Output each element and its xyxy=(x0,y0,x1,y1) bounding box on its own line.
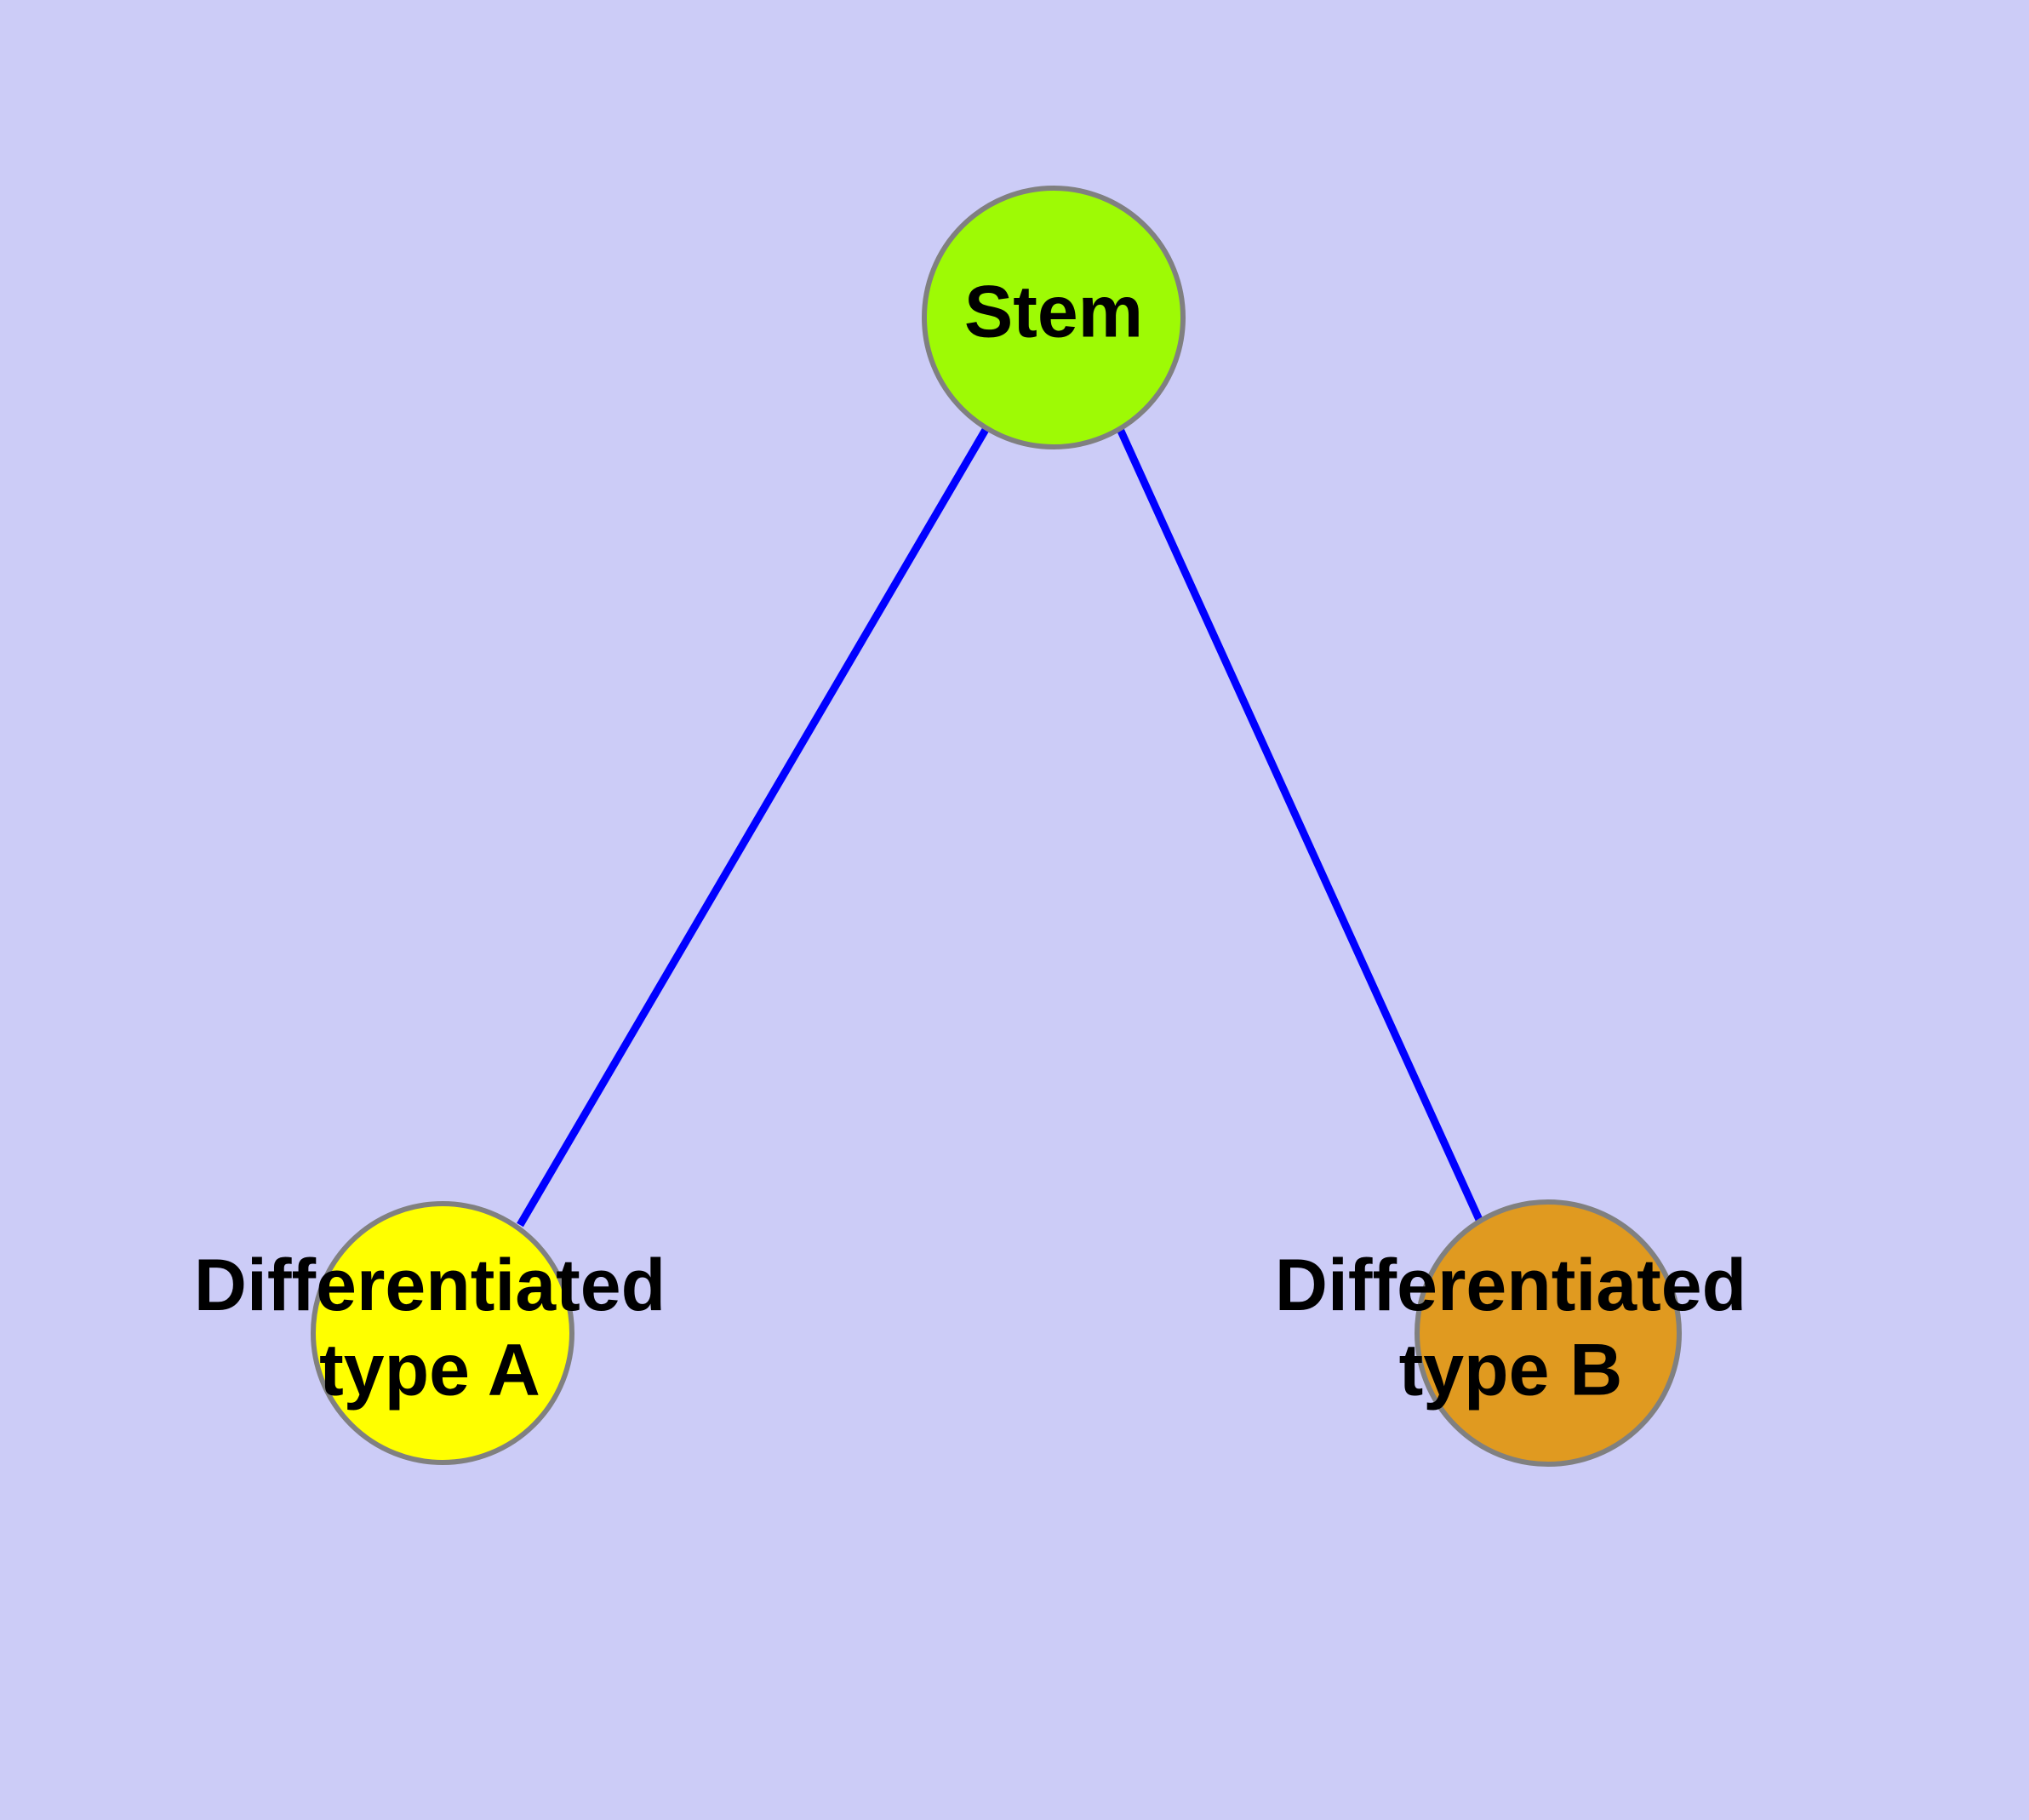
node-differentiated-type-b[interactable]: Differentiated type B xyxy=(1275,1199,1746,1467)
node-differentiated-type-b-label-line-2: type B xyxy=(1399,1330,1623,1411)
edges-group xyxy=(517,426,1484,1228)
node-differentiated-type-a-circle[interactable] xyxy=(311,1201,574,1465)
node-differentiated-type-b-circle[interactable] xyxy=(1415,1199,1682,1467)
node-stem-label-line-1: Stem xyxy=(964,272,1143,353)
edge-stem-to-differentiated-a xyxy=(517,426,990,1228)
edge-stem-to-differentiated-b xyxy=(1116,427,1484,1223)
node-stem[interactable]: Stem xyxy=(922,186,1186,449)
node-differentiated-type-a[interactable]: Differentiated type A xyxy=(194,1201,666,1465)
node-differentiated-type-b-label-line-1: Differentiated xyxy=(1275,1245,1746,1326)
node-differentiated-type-a-label-line-2: type A xyxy=(319,1330,540,1411)
node-stem-circle[interactable] xyxy=(922,186,1186,449)
nodes-group: Stem Differentiated type A Differentiate… xyxy=(194,186,1746,1467)
node-differentiated-type-a-label-line-1: Differentiated xyxy=(194,1245,666,1326)
